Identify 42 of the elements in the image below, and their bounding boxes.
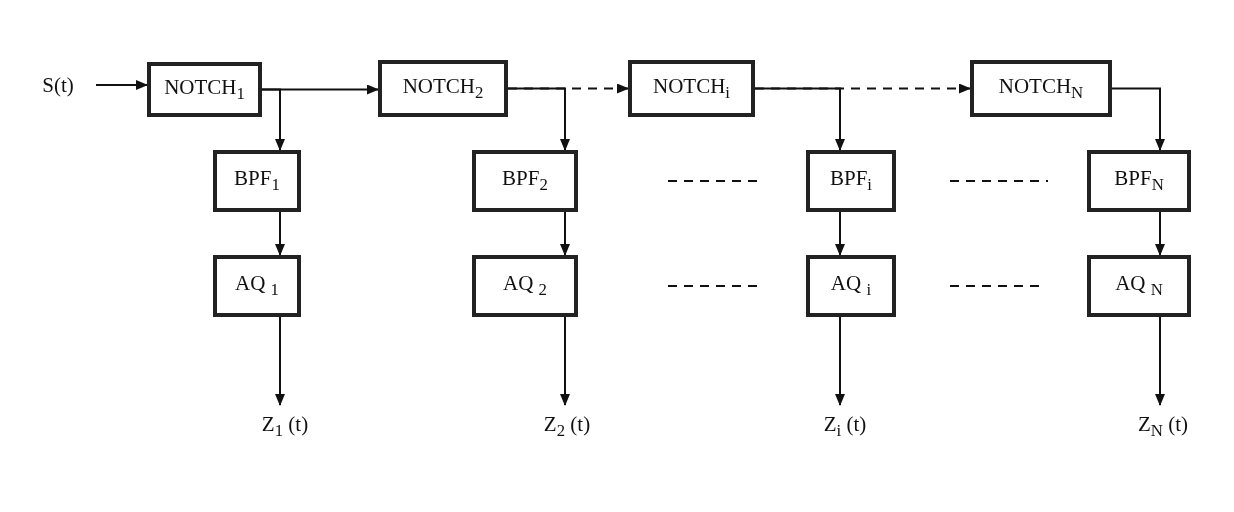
block-label: NOTCH$_{1}$ — [164, 74, 245, 105]
block-box — [472, 255, 578, 317]
arrow — [754, 87, 845, 151]
signal-label: S(t) — [42, 72, 74, 98]
block-label: AQ $_{1}$ — [235, 271, 279, 301]
arrow — [95, 80, 148, 90]
block-box — [378, 60, 508, 117]
arrow — [835, 316, 845, 406]
signal-label: Z$_{2}$ (t) — [543, 412, 591, 442]
block-label: NOTCH$_{N}$ — [998, 73, 1084, 104]
arrow — [1155, 211, 1165, 256]
arrow — [1111, 87, 1165, 151]
signal-label: Z$_{N}$ (t) — [1138, 412, 1188, 442]
signal-label: Z$_{i}$ (t) — [823, 412, 867, 442]
arrow — [507, 87, 570, 151]
arrow — [1155, 316, 1165, 406]
block-box — [213, 150, 301, 212]
arrow — [275, 316, 285, 406]
arrow — [560, 316, 570, 406]
block-label: BPF$_{i}$ — [829, 166, 872, 196]
arrow — [275, 211, 285, 256]
block-label: BPF$_{2}$ — [502, 166, 548, 196]
arrow — [835, 211, 845, 256]
block-label: NOTCH$_{i}$ — [653, 73, 730, 104]
block-label: BPF$_{1}$ — [234, 166, 280, 196]
block-box — [147, 62, 262, 117]
arrow — [560, 211, 570, 256]
block-label: AQ $_{N}$ — [1115, 271, 1163, 301]
block-box — [806, 150, 896, 212]
block-label: BPF$_{N}$ — [1114, 166, 1164, 196]
block-box — [213, 255, 301, 317]
block-label: NOTCH$_{2}$ — [402, 73, 484, 104]
block-box — [806, 255, 896, 317]
block-box — [472, 150, 578, 212]
block-label: AQ $_{i}$ — [830, 271, 872, 301]
block-box — [628, 60, 755, 117]
block-box — [1087, 255, 1191, 317]
arrow — [261, 88, 285, 151]
signal-label: Z$_{1}$ (t) — [261, 412, 309, 442]
block-box — [1087, 150, 1191, 212]
block-box — [970, 60, 1112, 117]
block-label: AQ $_{2}$ — [503, 271, 547, 301]
